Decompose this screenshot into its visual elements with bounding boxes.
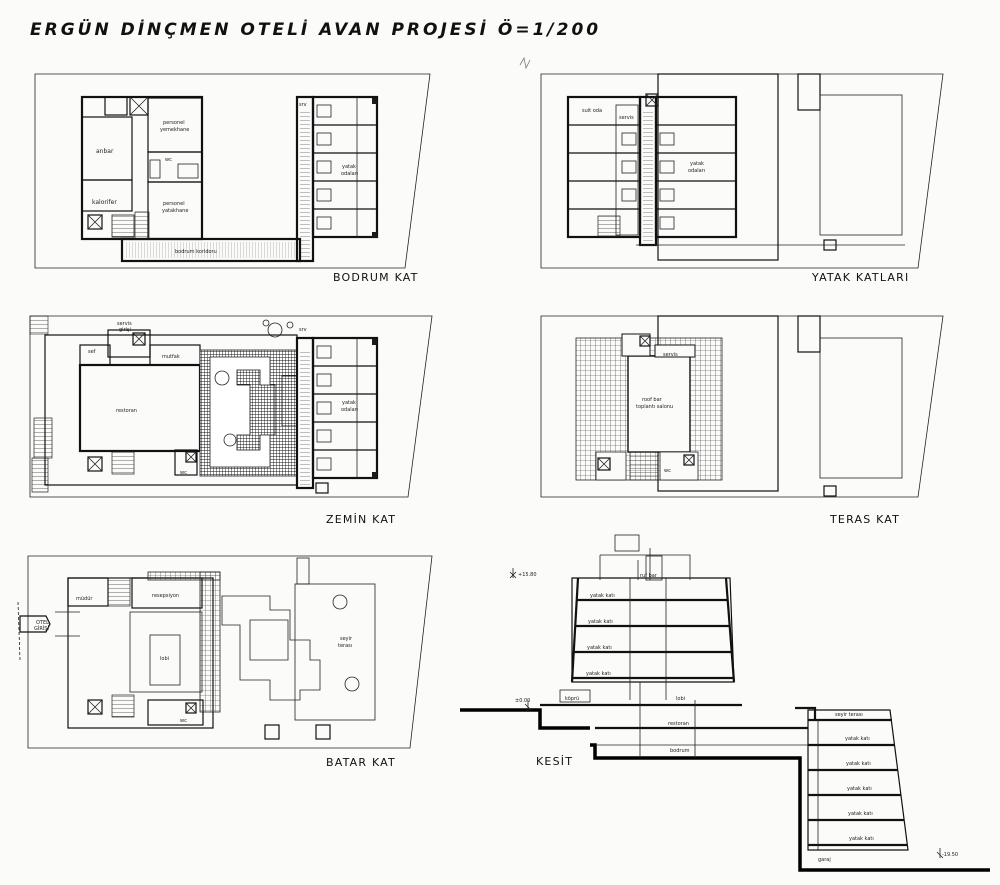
room-personel-yemekhane-1: personel — [163, 120, 185, 126]
room-personel-yemekhane-2: yemekhane — [160, 127, 189, 133]
label-r-yatak-4: yatak katı — [848, 811, 873, 817]
room-bodrum-koridoru: bodrum koridoru — [175, 249, 217, 255]
caption-teras-kat: TERAS KAT — [829, 513, 900, 526]
label-yatak-kati-1: yatak katı — [590, 593, 615, 599]
caption-zemin-kat: ZEMİN KAT — [326, 513, 396, 526]
label-yatak-kati-2: yatak katı — [588, 619, 613, 625]
label-r-yatak-5: yatak katı — [849, 836, 874, 842]
label-r-yatak-1: yatak katı — [845, 736, 870, 742]
label-yatak-kati-3: yatak katı — [587, 645, 612, 651]
label-restoran: restoran — [668, 721, 689, 727]
label-kopru: köprü — [565, 696, 579, 702]
room-yatak-1: yatak — [690, 161, 704, 167]
room-yatak-1: yatak — [342, 164, 356, 170]
room-personel-yatakhane-1: personel — [163, 201, 185, 207]
room-srv: srv — [299, 102, 307, 108]
pencil-mark — [519, 56, 531, 70]
room-mutfak: mutfak — [162, 354, 180, 360]
label-garaj: garaj — [818, 857, 831, 863]
label-seyir-terasi: seyir terası — [835, 712, 863, 718]
room-yatak-1: yatak — [342, 400, 356, 406]
plan-teras-kat: servis roof bar toplantı salonu wc TERAS… — [540, 315, 944, 526]
room-servis: servis — [663, 352, 678, 358]
label-lobi: lobi — [676, 696, 685, 702]
room-wc: wc — [165, 157, 172, 163]
room-mudur: müdür — [76, 596, 93, 602]
label-bodrum: bodrum — [670, 748, 690, 754]
caption-kesit: KESİT — [536, 755, 573, 768]
section-kesit: ruf bar yatak katı yatak katı yatak katı… — [460, 534, 990, 872]
elevation-top: +15.80 — [518, 572, 537, 578]
room-servis: servis — [117, 321, 132, 327]
label-yatak-kati-4: yatak katı — [586, 671, 611, 677]
caption-yatak-katlari: YATAK KATLARI — [811, 271, 909, 284]
room-wc: wc — [664, 468, 671, 474]
room-lobi: lobi — [160, 656, 169, 662]
room-restoran: restoran — [116, 408, 137, 414]
room-wc: wc — [180, 718, 187, 724]
elevation-bottom: -19.50 — [942, 852, 958, 858]
room-toplanti-salonu: toplantı salonu — [636, 404, 673, 410]
room-wc: wc — [180, 470, 187, 476]
elevation-zero: ±0.00 — [515, 698, 530, 704]
label-otel: OTEL — [36, 620, 49, 626]
room-yatak-2: odaları — [341, 407, 358, 413]
room-servis: servis — [619, 115, 634, 121]
room-yatak-2: odaları — [688, 168, 705, 174]
caption-batar-kat: BATAR KAT — [326, 756, 396, 769]
room-seyir: seyir — [340, 636, 353, 642]
plan-zemin-kat: servis girişi sef mutfak restoran wc srv… — [29, 315, 433, 526]
room-roof-bar: roof bar — [642, 397, 663, 403]
room-sef: sef — [88, 349, 96, 355]
plan-yatak-katlari: suit oda servis yatak odaları YATAK KATL… — [540, 73, 944, 284]
room-srv: srv — [299, 327, 307, 333]
label-otel-girisi: GİRİŞİ — [34, 625, 49, 632]
room-seyir-terasi: terası — [338, 643, 352, 649]
room-yatak-2: odaları — [341, 171, 358, 177]
room-anbar: anbar — [96, 148, 114, 155]
plan-batar-kat: müdür resepsiyon lobi wc seyir terası OT… — [17, 555, 433, 769]
caption-bodrum-kat: BODRUM KAT — [333, 271, 419, 284]
label-r-yatak-2: yatak katı — [846, 761, 871, 767]
plan-bodrum-kat: anbar kalorifer personel yemekhane wc pe… — [34, 73, 431, 284]
label-r-yatak-3: yatak katı — [847, 786, 872, 792]
room-servis-girisi: girişi — [119, 327, 131, 333]
room-suit-oda: suit oda — [582, 108, 602, 114]
label-ruf-bar: ruf bar — [640, 573, 658, 579]
room-resepsiyon: resepsiyon — [152, 593, 179, 599]
room-kalorifer: kalorifer — [92, 199, 117, 206]
room-personel-yatakhane-2: yatakhane — [162, 208, 188, 214]
sheet-title: ERGÜN DİNÇMEN OTELİ AVAN PROJESİ Ö=1/200 — [30, 18, 601, 40]
